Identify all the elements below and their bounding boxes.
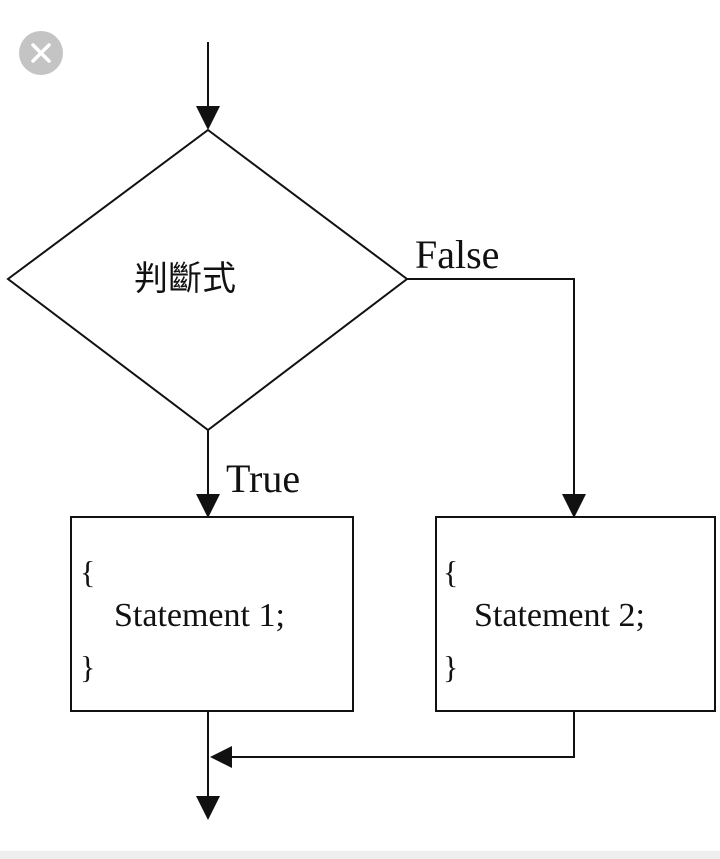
arrowhead-exit <box>196 796 220 820</box>
statement-2-close-brace: } <box>443 649 458 685</box>
arrowhead-true <box>196 494 220 518</box>
arrowhead-entry <box>196 106 220 130</box>
statement-2-open-brace: { <box>443 554 458 590</box>
statement-1-box <box>70 516 354 712</box>
false-branch-line <box>407 278 575 496</box>
arrowhead-false <box>562 494 586 518</box>
merge-line-right <box>230 711 575 758</box>
arrowhead-merge <box>210 746 232 768</box>
statement-2-text: Statement 2; <box>474 597 645 634</box>
bottom-strip <box>0 851 720 859</box>
statement-1-open-brace: { <box>80 554 95 590</box>
statement-2-box <box>435 516 716 712</box>
statement-1-text: Statement 1; <box>114 597 285 634</box>
false-label: False <box>415 232 499 277</box>
close-icon <box>31 43 51 63</box>
statement-1-close-brace: } <box>80 649 95 685</box>
true-label: True <box>226 456 300 501</box>
close-button[interactable] <box>19 31 63 75</box>
decision-label: 判斷式 <box>134 259 236 299</box>
